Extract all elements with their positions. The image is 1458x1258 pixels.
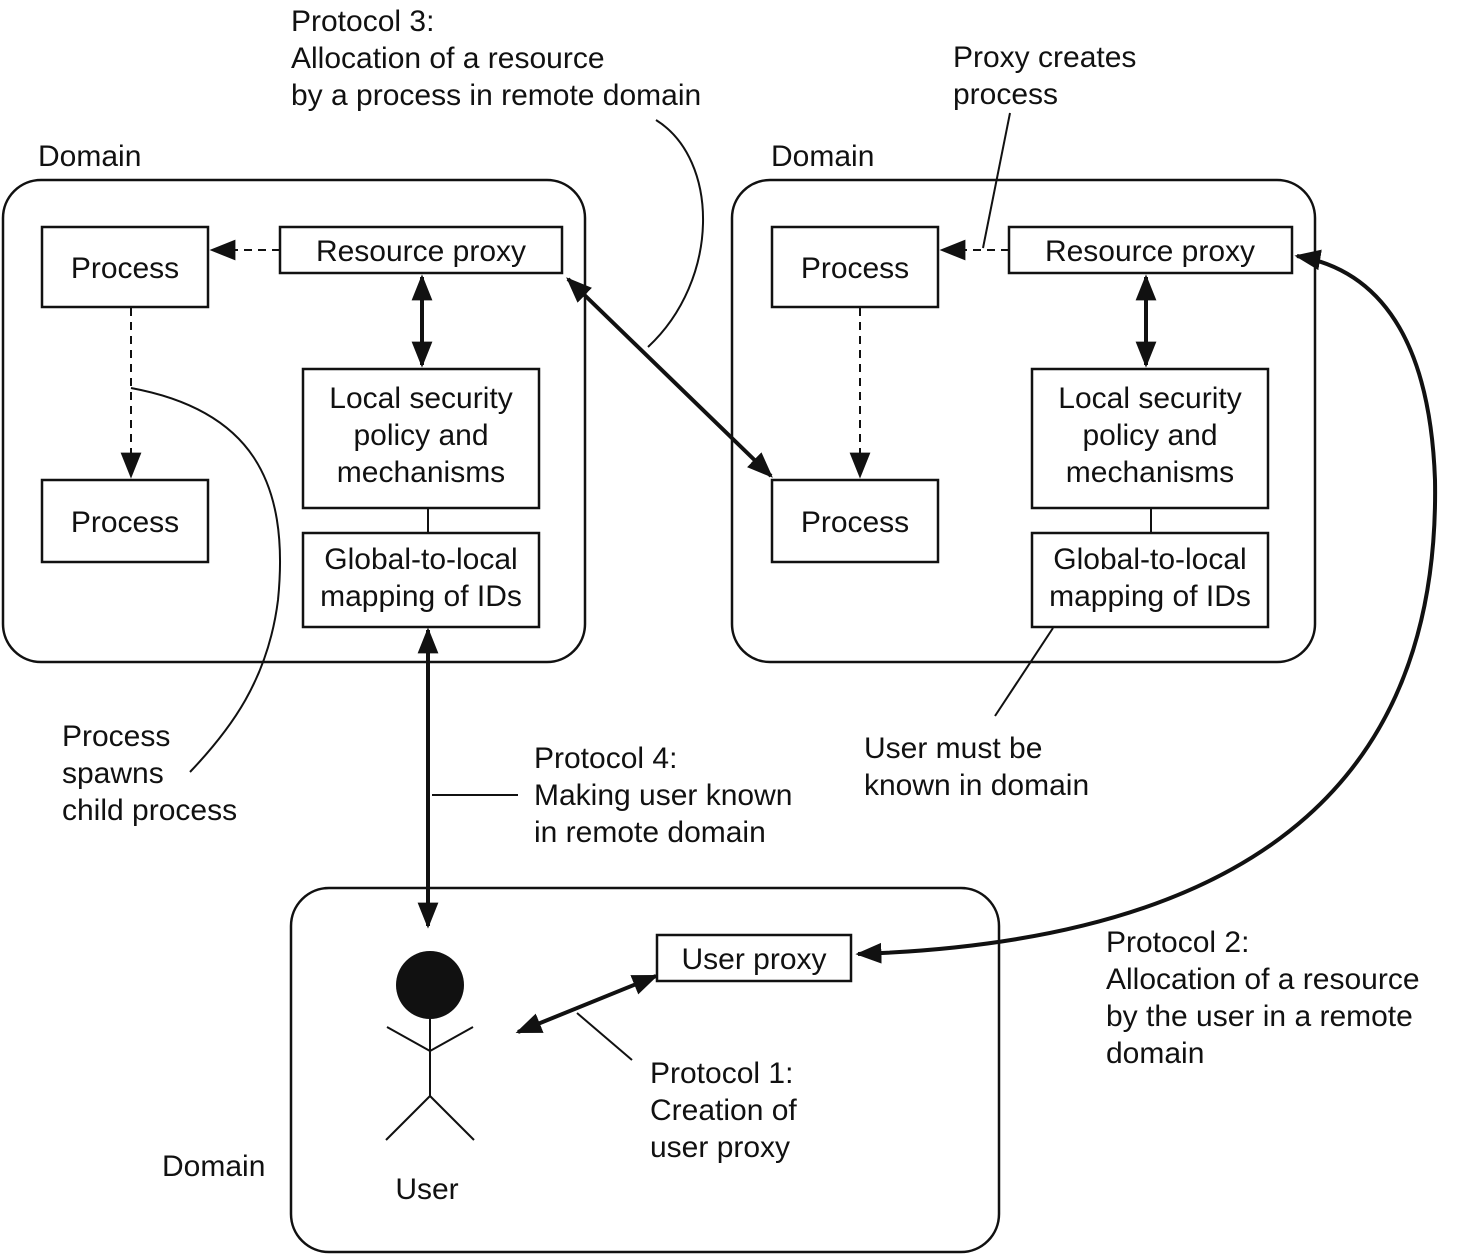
protocol2-annotation: Protocol 2: Allocation of a resource by … xyxy=(1106,926,1420,1070)
right-security-line-1: Local security xyxy=(1058,382,1241,415)
left-resource-proxy-label: Resource proxy xyxy=(316,235,526,268)
protocol1-line-2: Creation of xyxy=(650,1094,797,1127)
protocol4-line-2: Making user known xyxy=(534,779,792,812)
protocol1-line-1: Protocol 1: xyxy=(650,1057,793,1090)
right-process-top-label: Process xyxy=(801,252,909,285)
user-proxy-label: User proxy xyxy=(681,943,826,976)
protocol1-line-3: user proxy xyxy=(650,1131,790,1164)
right-domain-label: Domain xyxy=(771,140,874,173)
protocol2-line-1: Protocol 2: xyxy=(1106,926,1249,959)
user-proxy-box: User proxy xyxy=(655,933,853,983)
right-security-line-2: policy and xyxy=(1082,419,1217,452)
proxy-creates-annotation: Proxy creates process xyxy=(953,41,1136,111)
proxy-creates-line-2: process xyxy=(953,78,1058,111)
protocol3-arrow xyxy=(566,277,773,478)
left-domain-label: Domain xyxy=(38,140,141,173)
left-resource-proxy-box: Resource proxy xyxy=(278,225,564,275)
right-security-box: Local security policy and mechanisms xyxy=(1030,367,1270,510)
right-mapping-line-2: mapping of IDs xyxy=(1049,580,1251,613)
process-spawns-line-2: spawns xyxy=(62,757,164,790)
protocol3-line-2: Allocation of a resource xyxy=(291,42,605,75)
protocol2-line-3: by the user in a remote xyxy=(1106,1000,1413,1033)
left-process-bottom-label: Process xyxy=(71,506,179,539)
protocol3-line-3: by a process in remote domain xyxy=(291,79,701,112)
left-security-box: Local security policy and mechanisms xyxy=(301,367,541,510)
process-spawns-line-3: child process xyxy=(62,794,237,827)
right-resource-proxy-label: Resource proxy xyxy=(1045,235,1255,268)
protocol3-line-1: Protocol 3: xyxy=(291,5,434,38)
protocol3-leader xyxy=(647,119,704,348)
left-process-top-label: Process xyxy=(71,252,179,285)
protocol1-arrow xyxy=(515,974,659,1034)
left-security-line-3: mechanisms xyxy=(337,456,505,489)
user-known-line-2: known in domain xyxy=(864,769,1089,802)
right-security-line-3: mechanisms xyxy=(1066,456,1234,489)
left-mapping-line-1: Global-to-local xyxy=(324,543,517,576)
protocol4-line-1: Protocol 4: xyxy=(534,742,677,775)
user-known-leader xyxy=(994,627,1054,717)
process-spawns-leader xyxy=(130,387,282,773)
protocol1-leader xyxy=(576,1012,633,1061)
protocol2-line-4: domain xyxy=(1106,1037,1204,1070)
user-known-annotation: User must be known in domain xyxy=(864,732,1089,802)
proxy-creates-leader xyxy=(982,112,1011,249)
stick-figure-icon xyxy=(385,951,475,1141)
left-process-bottom-box: Process xyxy=(40,478,210,564)
left-security-line-1: Local security xyxy=(329,382,512,415)
user-label: User xyxy=(395,1173,458,1206)
bottom-domain-frame xyxy=(289,886,1001,1254)
protocol4-line-3: in remote domain xyxy=(534,816,766,849)
protocol3-annotation: Protocol 3: Allocation of a resource by … xyxy=(291,5,701,112)
bottom-domain-label: Domain xyxy=(162,1150,265,1183)
user-known-line-1: User must be xyxy=(864,732,1042,765)
protocol2-line-2: Allocation of a resource xyxy=(1106,963,1420,996)
right-process-bottom-box: Process xyxy=(770,478,940,564)
right-resource-proxy-box: Resource proxy xyxy=(1007,225,1294,275)
right-process-top-box: Process xyxy=(770,225,940,309)
left-mapping-line-2: mapping of IDs xyxy=(320,580,522,613)
right-mapping-box: Global-to-local mapping of IDs xyxy=(1030,531,1270,629)
left-security-line-2: policy and xyxy=(353,419,488,452)
process-spawns-annotation: Process spawns child process xyxy=(62,720,237,827)
process-spawns-line-1: Process xyxy=(62,720,170,753)
proxy-creates-line-1: Proxy creates xyxy=(953,41,1136,74)
protocol2-arrow xyxy=(855,249,1438,964)
protocol4-annotation: Protocol 4: Making user known in remote … xyxy=(534,742,792,849)
right-mapping-line-1: Global-to-local xyxy=(1053,543,1246,576)
protocol1-annotation: Protocol 1: Creation of user proxy xyxy=(650,1057,797,1164)
right-process-bottom-label: Process xyxy=(801,506,909,539)
left-process-top-box: Process xyxy=(40,225,210,309)
left-mapping-box: Global-to-local mapping of IDs xyxy=(301,531,541,629)
